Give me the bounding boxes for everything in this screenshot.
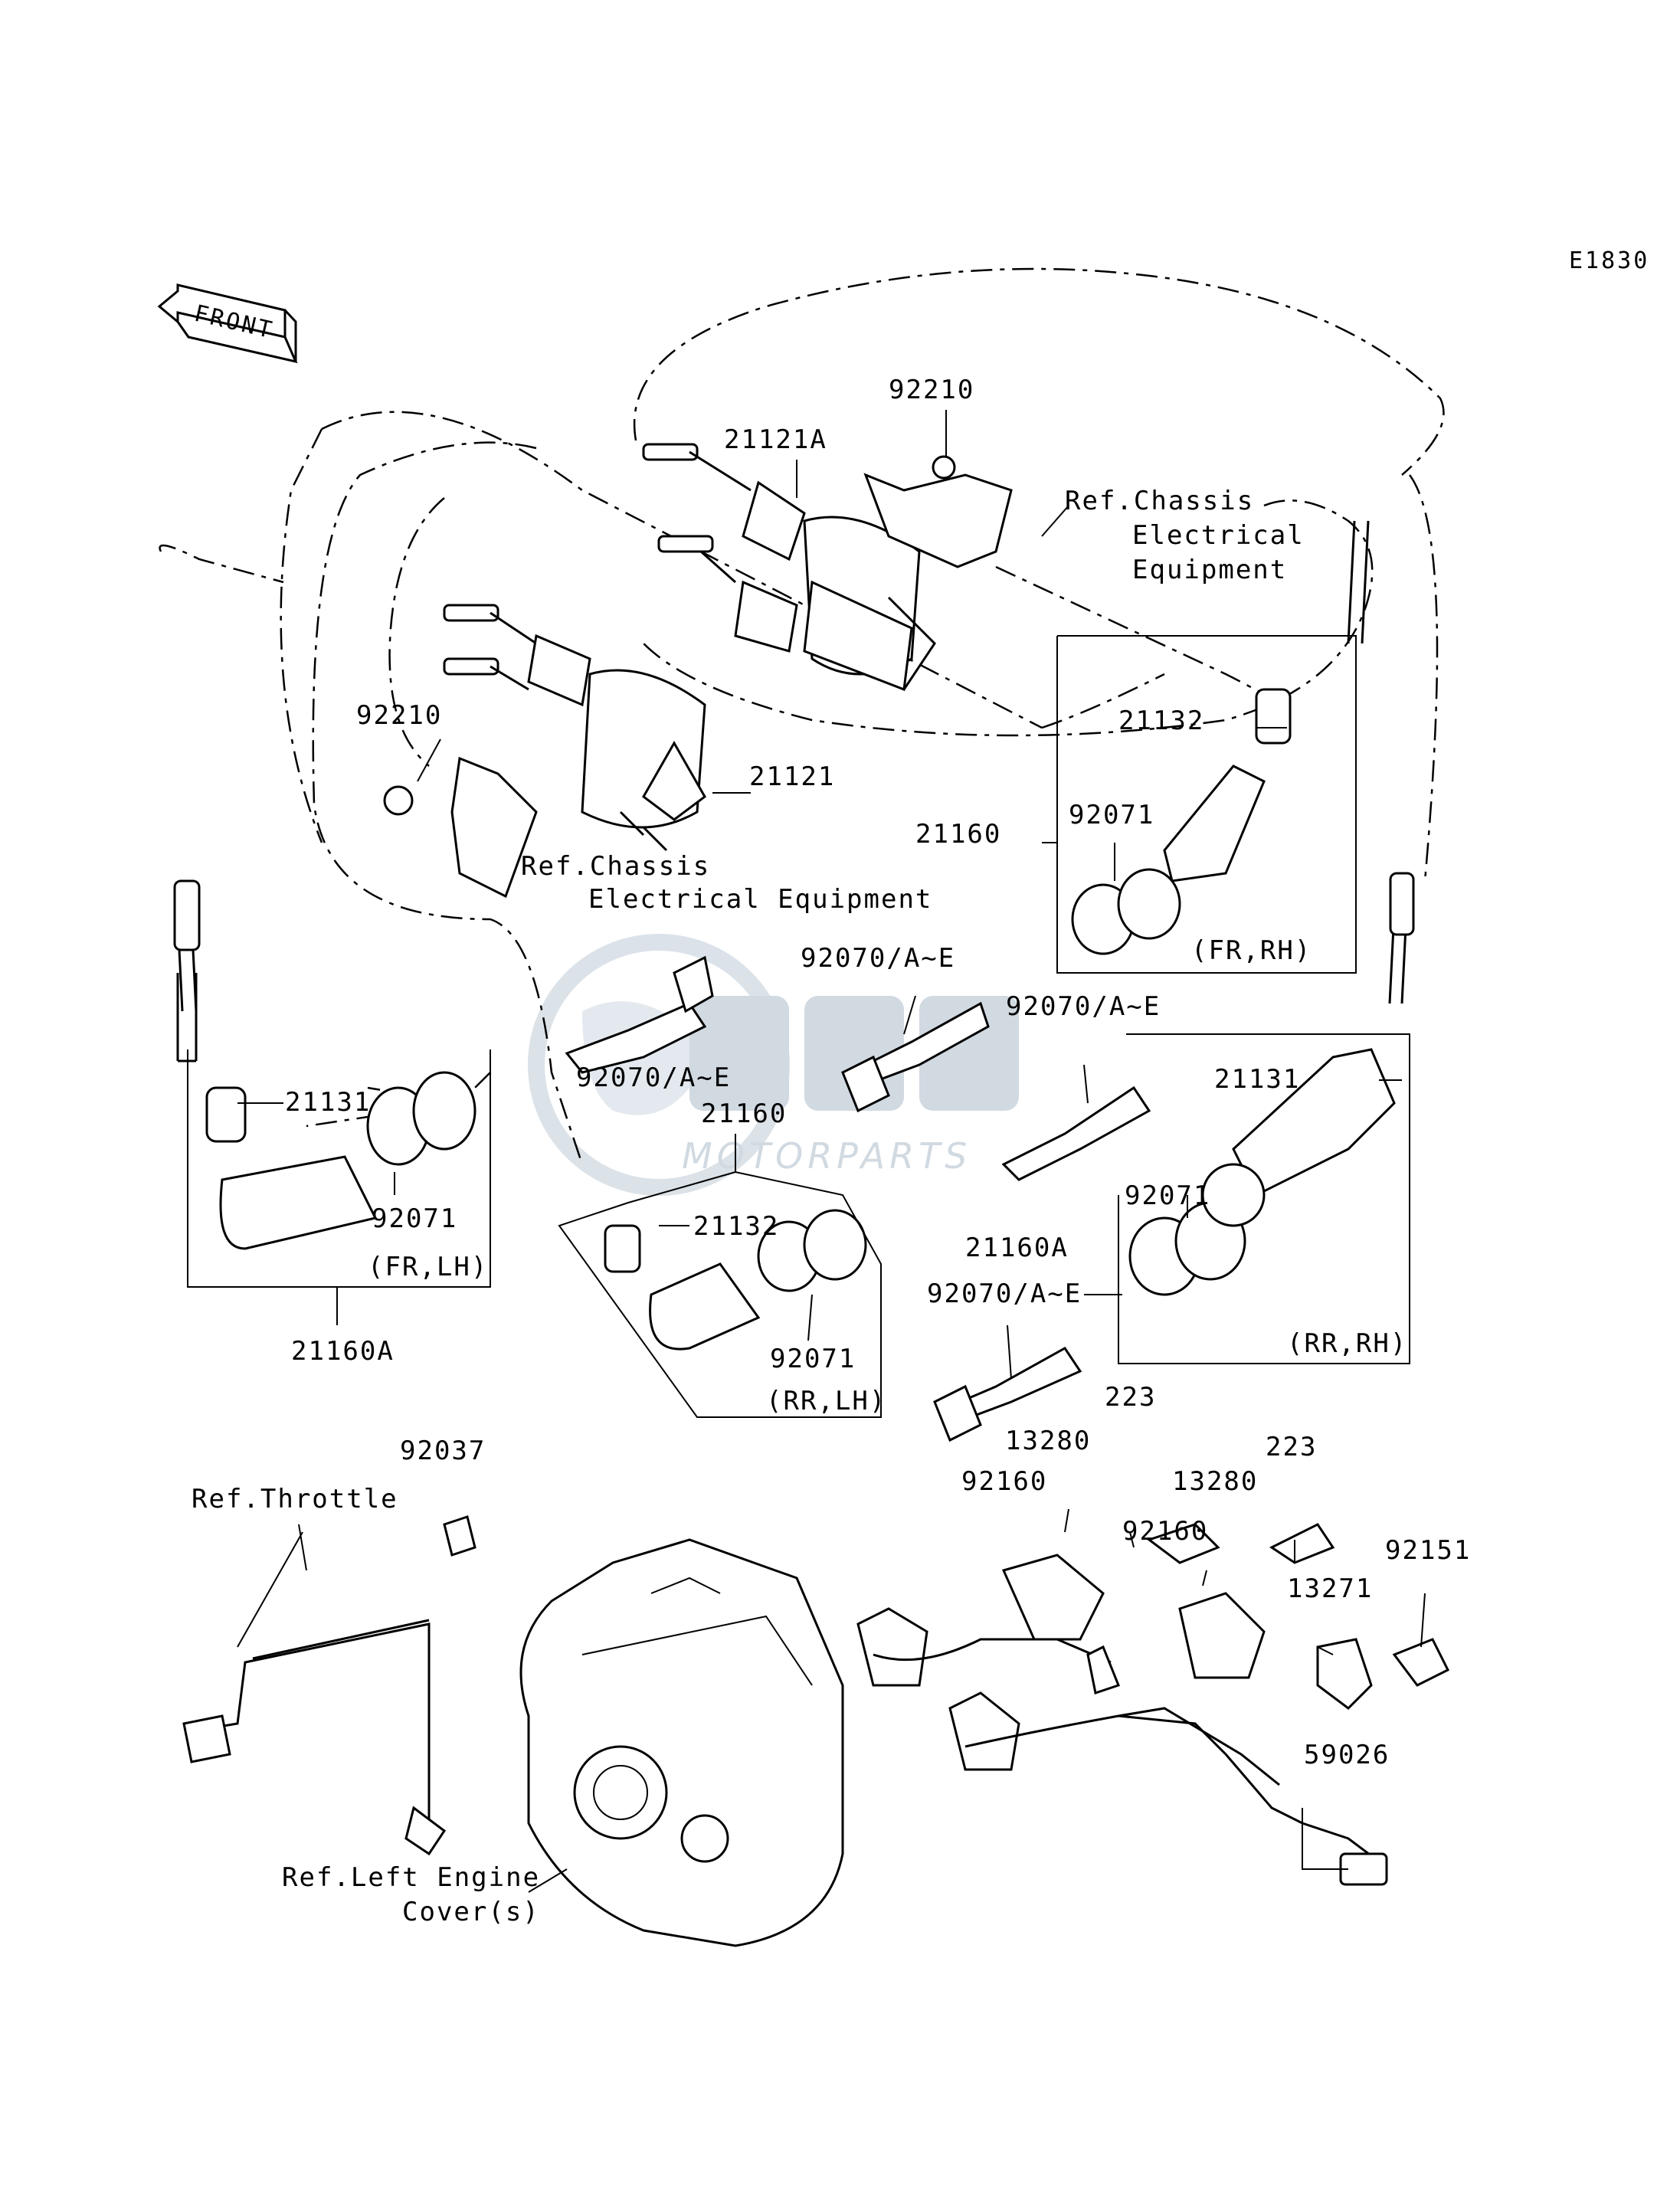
label-21121: 21121 xyxy=(749,761,835,792)
label-fr-lh: (FR,LH) xyxy=(368,1252,488,1282)
dashed-routing-lines xyxy=(159,267,1445,1165)
label-rr-lh: (RR,LH) xyxy=(766,1386,886,1416)
label-92070-a: 92070/A~E xyxy=(801,943,955,974)
nut-92210-left xyxy=(383,785,414,816)
plug-cap-rr-lh xyxy=(604,1209,867,1351)
label-21121A: 21121A xyxy=(724,424,827,455)
clamp-13271 xyxy=(1316,1638,1373,1710)
group-bracket-rr-rh xyxy=(1118,1033,1410,1364)
diagram-code: E1830 xyxy=(1569,247,1649,274)
label-21132-rh: 21132 xyxy=(1118,706,1204,736)
screw-223-b xyxy=(1269,1523,1335,1564)
front-arrow-icon: FRONT xyxy=(157,283,298,364)
spark-plug-1 xyxy=(565,955,714,1074)
label-21160-rh: 21160 xyxy=(915,819,1001,850)
label-21160-lh: 21160 xyxy=(701,1098,787,1129)
label-92071-rrrh: 92071 xyxy=(1125,1180,1210,1211)
label-92151: 92151 xyxy=(1385,1535,1471,1566)
ignition-coil-21121A xyxy=(642,443,1013,692)
label-223-b: 223 xyxy=(1266,1432,1317,1462)
left-engine-cover xyxy=(519,1538,844,1947)
group-bracket-fr-rh xyxy=(1056,635,1357,974)
label-ref-chassis-top-1: Ref.Chassis xyxy=(1065,486,1254,516)
label-21131-rh: 21131 xyxy=(1214,1064,1300,1095)
label-ref-chassis-mid-2: Electrical Equipment xyxy=(588,884,932,915)
clip-92037 xyxy=(443,1515,476,1557)
plug-cap-fr-lh xyxy=(205,1071,476,1250)
label-rr-rh: (RR,RH) xyxy=(1287,1328,1407,1359)
ht-lead-right xyxy=(1347,520,1415,1004)
nut-92210-top xyxy=(932,455,956,480)
label-92210-top: 92210 xyxy=(889,375,974,405)
screw-223-a xyxy=(1146,1523,1220,1564)
label-21132-lh: 21132 xyxy=(693,1211,779,1242)
label-21131-lh: 21131 xyxy=(285,1087,371,1118)
label-92070-c: 92070/A~E xyxy=(576,1062,731,1093)
label-92160-b: 92160 xyxy=(1122,1516,1208,1547)
label-92070-b: 92070/A~E xyxy=(1006,991,1161,1022)
leader-lines xyxy=(237,410,1426,1893)
label-13271: 13271 xyxy=(1287,1573,1373,1604)
label-fr-rh: (FR,RH) xyxy=(1191,935,1312,966)
label-92071-frlh: 92071 xyxy=(372,1203,457,1234)
label-21160A-lh: 21160A xyxy=(291,1336,395,1367)
label-92037: 92037 xyxy=(400,1436,486,1466)
watermark-sub-text: MOTORPARTS xyxy=(682,1135,971,1177)
label-21160A-rh: 21160A xyxy=(965,1233,1069,1263)
ignition-coil-21121 xyxy=(383,604,706,899)
spark-plug-3 xyxy=(1001,1085,1151,1181)
label-92160-a: 92160 xyxy=(961,1466,1047,1497)
label-13280-a: 13280 xyxy=(1005,1426,1091,1456)
label-223-a: 223 xyxy=(1105,1382,1156,1413)
label-ref-chassis-top-2: Electrical xyxy=(1132,520,1305,551)
label-ref-left-engine-2: Cover(s) xyxy=(402,1897,540,1927)
label-92210-left: 92210 xyxy=(356,700,442,731)
label-ref-throttle: Ref.Throttle xyxy=(192,1484,398,1514)
label-92070-d: 92070/A~E xyxy=(927,1279,1082,1309)
spark-plug-2 xyxy=(841,1001,990,1113)
watermark-logo-text: msm xyxy=(728,1068,730,1069)
plug-cap-rr-rh xyxy=(1128,1048,1396,1296)
label-13280-b: 13280 xyxy=(1172,1466,1258,1497)
group-bracket-rr-lh xyxy=(558,1134,882,1418)
throttle-cable xyxy=(182,1515,476,1856)
label-ref-chassis-top-3: Equipment xyxy=(1132,555,1287,585)
plug-cap-fr-rh xyxy=(1071,688,1292,955)
screw-92151 xyxy=(1392,1638,1450,1687)
spark-plug-4 xyxy=(933,1347,1082,1442)
watermark-block-m xyxy=(689,996,789,1111)
group-bracket-fr-lh xyxy=(187,1049,491,1325)
label-92071-rrlh: 92071 xyxy=(770,1344,856,1374)
ht-lead-left xyxy=(173,879,201,1062)
label-ref-left-engine-1: Ref.Left Engine xyxy=(282,1862,540,1893)
label-ref-chassis-mid-1: Ref.Chassis xyxy=(521,851,710,882)
label-92071-frrh: 92071 xyxy=(1069,800,1154,830)
label-59026: 59026 xyxy=(1304,1740,1390,1770)
